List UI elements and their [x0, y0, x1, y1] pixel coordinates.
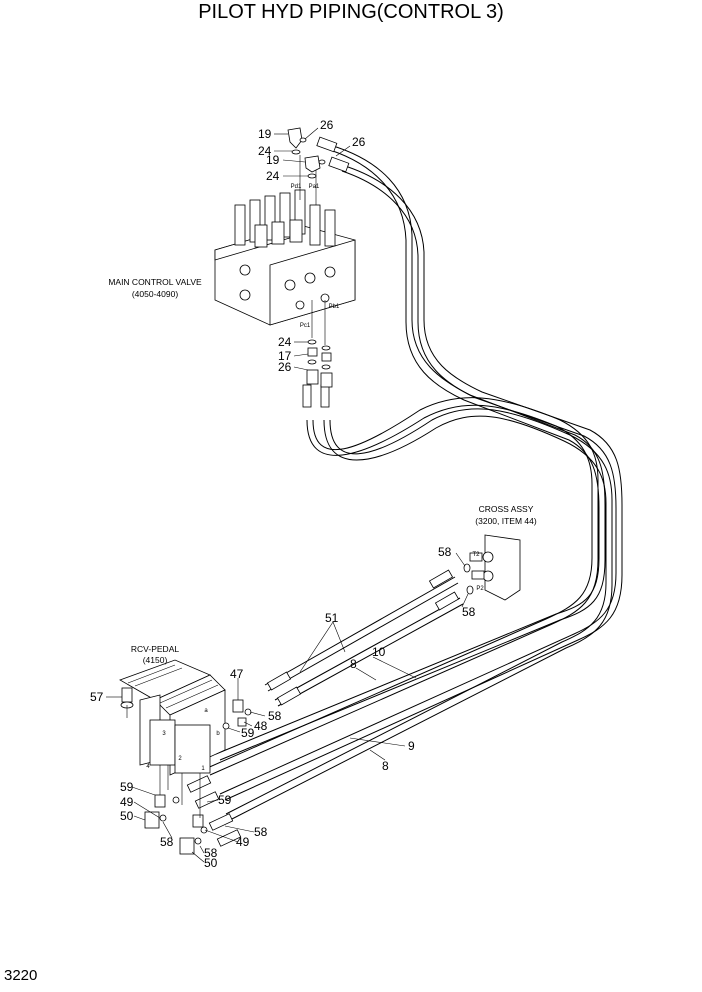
port-pb1: Pb1	[329, 304, 340, 310]
callout-50: 50	[120, 809, 134, 823]
callout-47: 47	[230, 667, 244, 681]
port-4: 1	[201, 766, 205, 772]
callout-8: 8	[350, 657, 357, 671]
callout-58: 58	[254, 825, 268, 839]
callout-59: 59	[120, 780, 134, 794]
rcv-pedal-label: RCV-PEDAL	[131, 644, 179, 654]
callout-57: 57	[90, 690, 104, 704]
callout-24: 24	[258, 144, 272, 158]
page-title: PILOT HYD PIPING(CONTROL 3)	[198, 1, 504, 23]
port-p2: P2	[476, 586, 484, 592]
port-pd1: Pd1	[291, 184, 302, 190]
port-2: 3	[162, 731, 166, 737]
port-3: 2	[178, 756, 182, 762]
main-control-valve-ref: (4050-4090)	[132, 289, 178, 299]
callout-58: 58	[462, 605, 476, 619]
callout-58: 58	[268, 709, 282, 723]
callout-48: 48	[254, 719, 268, 733]
port-t2: T2	[472, 552, 480, 558]
callout-50: 50	[204, 856, 218, 870]
callout-49: 49	[120, 795, 134, 809]
main-control-valve-label: MAIN CONTROL VALVE	[108, 277, 202, 287]
hose-51-b	[274, 597, 464, 707]
port-pa1: Pa1	[309, 184, 320, 190]
rcv-pedal	[119, 659, 226, 776]
callout-8: 8	[382, 759, 389, 773]
callout-59: 59	[218, 793, 232, 807]
fittings-top	[287, 127, 326, 179]
callout-58: 58	[204, 846, 218, 860]
port-b: b	[216, 731, 220, 737]
callout-24: 24	[278, 335, 292, 349]
cross-assy	[463, 534, 521, 601]
port-1: 4	[146, 764, 150, 770]
callout-58: 58	[160, 835, 174, 849]
cross-assy-ref: (3200, ITEM 44)	[475, 516, 537, 526]
port-a: a	[204, 708, 208, 714]
port-pc1: Pc1	[300, 323, 311, 329]
fittings-bottom	[306, 339, 333, 388]
hose-lower-b	[225, 408, 613, 821]
hose-51-a	[264, 576, 459, 692]
callout-10: 10	[372, 645, 386, 659]
callout-58: 58	[438, 545, 452, 559]
callout-19: 19	[258, 127, 272, 141]
leader-lines	[106, 127, 469, 863]
callout-26: 26	[320, 118, 334, 132]
callout-17: 17	[278, 349, 292, 363]
callout-51: 51	[325, 611, 339, 625]
callout-26: 26	[352, 135, 366, 149]
callout-59: 59	[241, 726, 255, 740]
page-number: 3220	[4, 967, 37, 984]
callout-24: 24	[266, 169, 280, 183]
cross-assy-label: CROSS ASSY	[479, 504, 534, 514]
hose-lower-a	[204, 397, 599, 776]
main-control-valve	[214, 155, 356, 345]
callout-26: 26	[278, 360, 292, 374]
callout-49: 49	[236, 835, 250, 849]
callout-19: 19	[266, 153, 280, 167]
hose-ends	[186, 136, 460, 847]
callout-9: 9	[408, 739, 415, 753]
rcv-pedal-ref: (4150)	[143, 655, 168, 665]
